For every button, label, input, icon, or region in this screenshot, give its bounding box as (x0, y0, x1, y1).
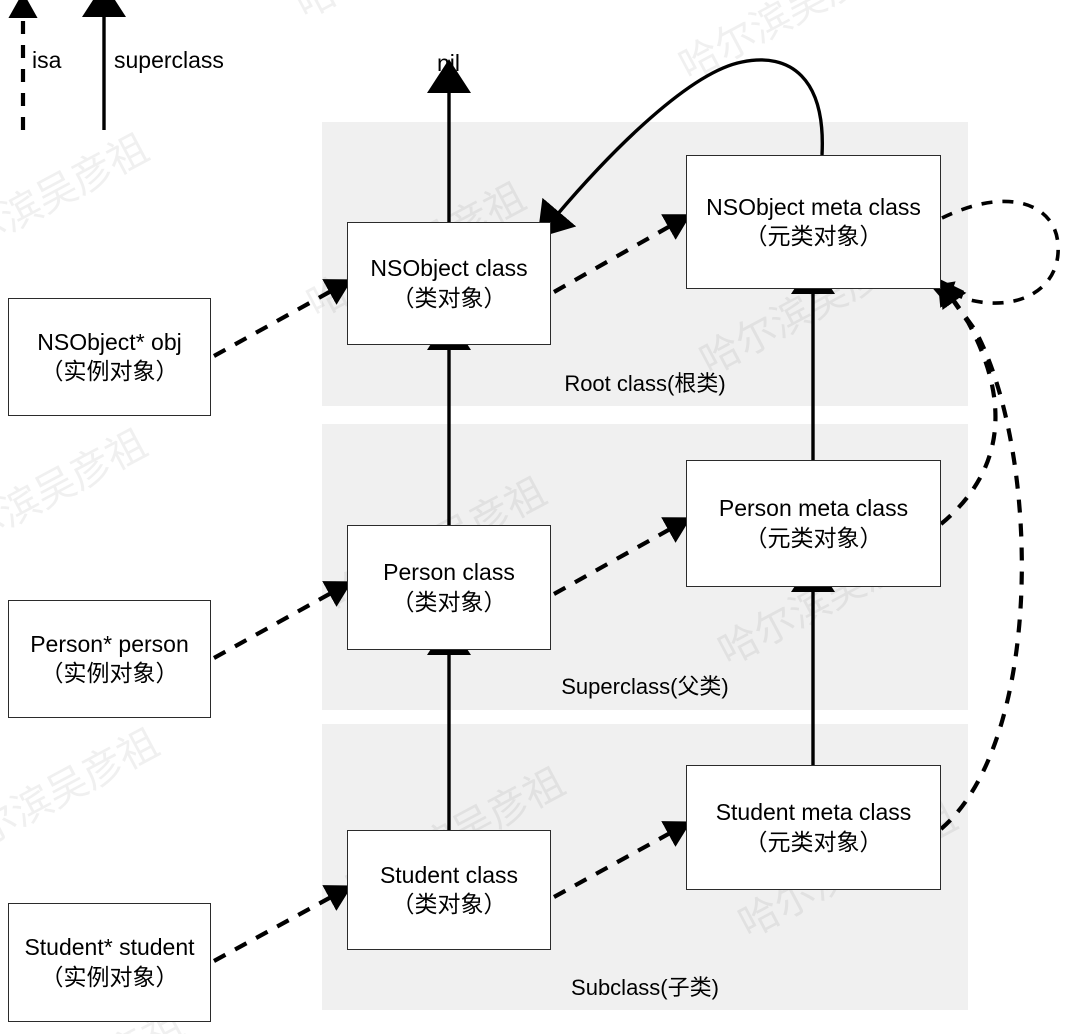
node-title: NSObject* obj (37, 328, 182, 355)
node-person-class[interactable]: Person class （类对象） (347, 525, 551, 650)
isa-arrow-person-class-to-meta (552, 517, 692, 596)
node-title: Person meta class (718, 495, 909, 522)
band-label-root: Root class(根类) (564, 371, 726, 396)
node-subtitle: （实例对象） (40, 963, 179, 990)
node-title: Student meta class (715, 799, 912, 826)
isa-arrow-person-to-person-class (212, 581, 353, 660)
band-label-superclass: Superclass(父类) (561, 674, 729, 699)
isa-arrow-nsobjectmeta-self-loop (930, 199, 1060, 306)
node-title: NSObject meta class (706, 193, 921, 220)
node-title: Student* student (24, 934, 195, 961)
node-subtitle: （类对象） (391, 588, 507, 615)
node-title: Person* person (30, 630, 189, 657)
node-student-class[interactable]: Student class （类对象） (347, 830, 551, 950)
node-title: NSObject class (370, 255, 528, 282)
node-title: Student class (379, 861, 519, 888)
band-label-subclass: Subclass(子类) (571, 975, 719, 1000)
node-subtitle: （类对象） (391, 891, 507, 917)
node-subtitle: （类对象） (391, 284, 507, 311)
isa-arrow-personmeta-to-nsobjectmeta (937, 278, 998, 526)
node-subtitle: （实例对象） (40, 358, 179, 384)
node-subtitle: （元类对象） (744, 524, 883, 551)
legend-superclass-label: superclass (114, 47, 224, 73)
isa-arrow-student-class-to-meta (552, 821, 692, 899)
superclass-arrow-nsobjectmeta-to-nsobject (537, 58, 824, 239)
node-subtitle: （元类对象） (744, 223, 883, 249)
node-nsobject-metaclass[interactable]: NSObject meta class （元类对象） (686, 155, 941, 289)
node-nsobject-class[interactable]: NSObject class （类对象） (347, 222, 551, 345)
nil-label: nil (437, 50, 461, 76)
node-subtitle: （元类对象） (744, 828, 883, 855)
node-title: Person class (383, 559, 515, 586)
node-person-metaclass[interactable]: Person meta class （元类对象） (686, 460, 941, 587)
node-subtitle: （实例对象） (40, 660, 179, 686)
isa-arrow-obj-to-nsobject-class (212, 279, 353, 358)
node-student-instance[interactable]: Student* student （实例对象） (8, 903, 211, 1022)
isa-arrow-student-to-student-class (212, 885, 353, 963)
legend-isa-label: isa (32, 47, 62, 73)
isa-arrow-studentmeta-to-nsobjectmeta (939, 280, 1024, 831)
node-student-metaclass[interactable]: Student meta class （元类对象） (686, 765, 941, 890)
node-nsobject-instance[interactable]: NSObject* obj （实例对象） (8, 298, 211, 416)
isa-arrow-nsobject-class-to-meta (552, 214, 691, 294)
node-person-instance[interactable]: Person* person （实例对象） (8, 600, 211, 718)
